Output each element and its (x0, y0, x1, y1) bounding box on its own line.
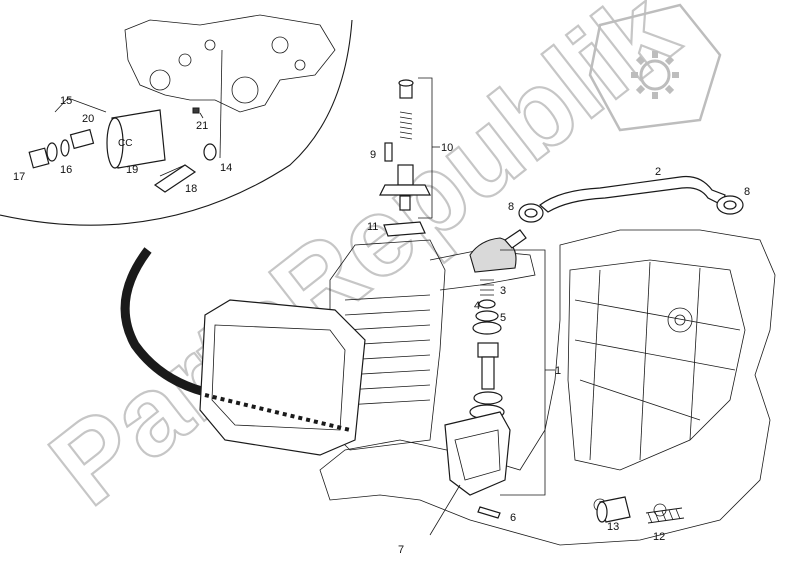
callout-3: 3 (500, 285, 506, 297)
callout-20: 20 (82, 113, 94, 125)
valve-cover (199, 299, 366, 456)
callout-8a: 8 (508, 201, 514, 213)
callout-7: 7 (398, 544, 404, 556)
callout-17: 17 (13, 171, 25, 183)
callout-19: 19 (126, 164, 138, 176)
crankcase (319, 229, 776, 546)
gear-icon (588, 3, 722, 132)
watermark: PartsRepublik (27, 0, 700, 530)
callout-8b: 8 (744, 186, 750, 198)
callout-12: 12 (653, 531, 665, 543)
spring-and-bush (596, 496, 685, 524)
callout-5: 5 (500, 312, 506, 324)
callout-4: 4 (474, 300, 480, 312)
callout-9: 9 (370, 149, 376, 161)
callout-18: 18 (185, 183, 197, 195)
breather-hose (518, 175, 744, 223)
callout-16: 16 (60, 164, 72, 176)
callout-13: 13 (607, 521, 619, 533)
callout-10: 10 (441, 142, 453, 154)
oil-filter-inset: CC (0, 14, 353, 226)
callout-14: 14 (220, 162, 232, 174)
callout-labels: 1 2 3 4 5 6 7 8 8 9 10 11 12 13 14 15 16… (13, 95, 750, 556)
svg-text:CC: CC (118, 138, 132, 149)
callout-21: 21 (196, 120, 208, 132)
callout-1: 1 (555, 365, 561, 377)
callout-15: 15 (60, 95, 72, 107)
callout-6: 6 (510, 512, 516, 524)
breather-assembly (379, 77, 555, 536)
watermark-text: PartsRepublik (28, 0, 699, 529)
callout-2: 2 (655, 166, 661, 178)
callout-11: 11 (367, 221, 378, 233)
